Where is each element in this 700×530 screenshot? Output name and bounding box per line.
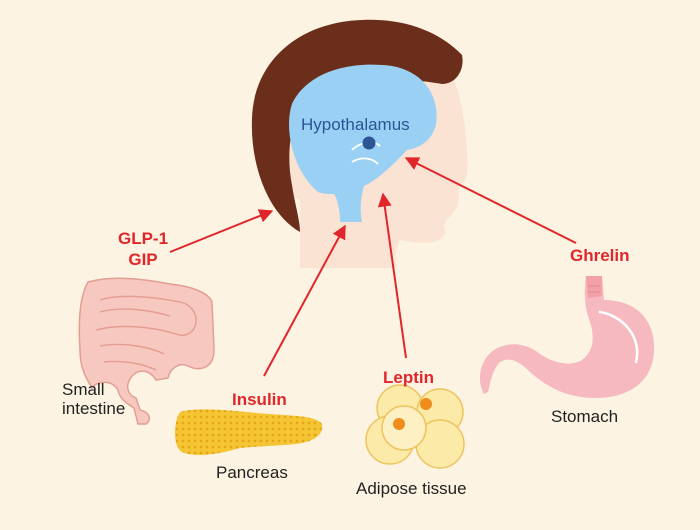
small-intestine-label-line2: intestine bbox=[62, 399, 126, 418]
hormone-arrows bbox=[169, 157, 577, 377]
insulin-label: Insulin bbox=[232, 390, 287, 409]
adipose-label: Adipose tissue bbox=[356, 479, 467, 498]
hypothalamus-label: Hypothalamus bbox=[301, 115, 410, 134]
pancreas-illustration bbox=[175, 409, 323, 455]
arrow-insulin bbox=[263, 224, 346, 377]
leptin-label: Leptin bbox=[383, 368, 434, 387]
head-illustration bbox=[251, 19, 468, 268]
arrow-ghrelin bbox=[404, 157, 577, 244]
hypothalamus-dot bbox=[362, 136, 376, 150]
small-intestine-illustration bbox=[78, 277, 215, 425]
arrow-leptin bbox=[377, 192, 407, 359]
stomach-label: Stomach bbox=[551, 407, 619, 426]
adipose-illustration bbox=[365, 384, 465, 469]
pancreas-label: Pancreas bbox=[216, 463, 288, 482]
gip-label: GIP bbox=[128, 250, 158, 269]
ghrelin-label: Ghrelin bbox=[570, 246, 630, 265]
stomach-illustration bbox=[479, 276, 655, 398]
arrow-glp1 bbox=[169, 209, 274, 253]
glp1-label: GLP-1 bbox=[117, 229, 169, 248]
small-intestine-label-line1: Small bbox=[62, 380, 105, 399]
